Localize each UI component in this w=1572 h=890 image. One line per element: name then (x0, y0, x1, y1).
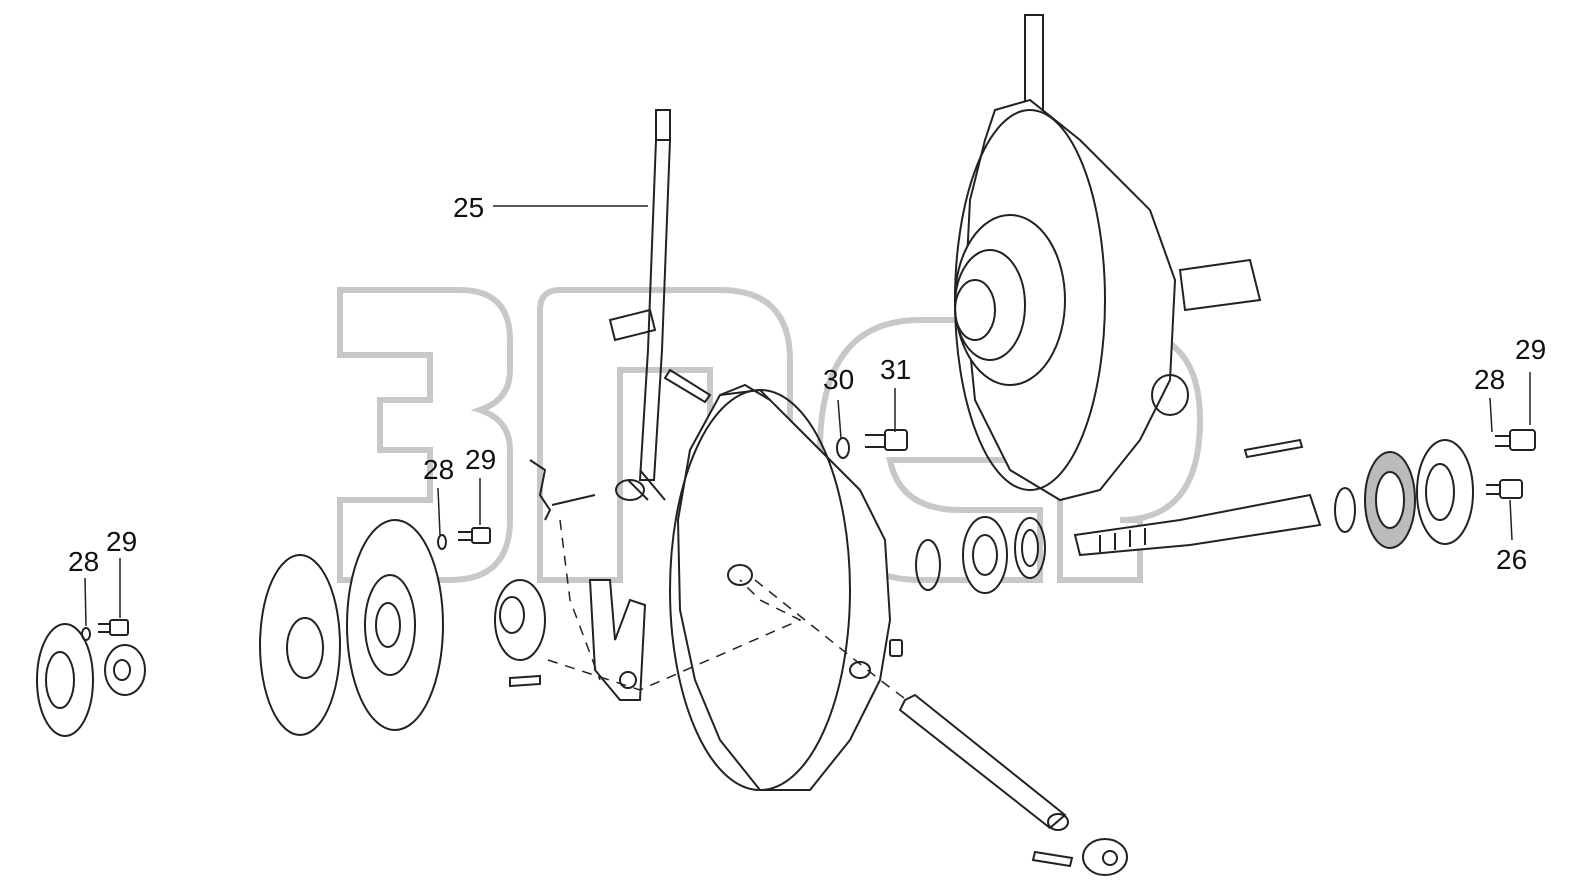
release-fork (588, 579, 647, 701)
clutch-housing (669, 383, 892, 791)
washer-30 (836, 437, 850, 459)
callout-29-mid: 29 (465, 444, 497, 475)
clutch-disc (259, 554, 341, 736)
bolt-26 (1486, 479, 1523, 499)
leader-lines (84, 205, 1531, 627)
washer-28-left (81, 627, 91, 641)
callout-28-mid: 28 (423, 454, 455, 485)
main-shaft (1073, 493, 1322, 557)
release-bearing (494, 579, 546, 661)
bearing-set (915, 516, 1046, 594)
bolt-29-mid (458, 527, 491, 544)
pressure-plate (346, 519, 444, 731)
callout-28-left: 28 (68, 546, 100, 577)
lower-bushing (1082, 838, 1128, 876)
rear-housing (954, 14, 1262, 502)
dowel-pin (663, 368, 712, 404)
grease-nipple (889, 639, 903, 657)
return-spring (529, 459, 596, 521)
left-bearing (104, 644, 146, 696)
right-seal-cover (1334, 439, 1474, 549)
callout-26: 26 (1496, 544, 1528, 575)
callout-31: 31 (880, 354, 912, 385)
bolt-29-right (1495, 429, 1536, 451)
bolt-29-left (98, 619, 129, 636)
lower-pin (1031, 850, 1074, 868)
washer-28-mid (437, 534, 447, 550)
callout-28-right: 28 (1474, 364, 1506, 395)
callout-29-left: 29 (106, 526, 138, 557)
assembly-lines (547, 519, 921, 711)
callout-30: 30 (823, 364, 855, 395)
shift-rod (608, 109, 671, 501)
left-seal (36, 623, 94, 737)
lower-shaft (898, 693, 1069, 831)
fork-pin (509, 674, 541, 688)
bolt-31 (865, 429, 908, 451)
pin (1243, 438, 1304, 459)
callout-29-right: 29 (1515, 334, 1547, 365)
callout-25: 25 (453, 192, 485, 223)
